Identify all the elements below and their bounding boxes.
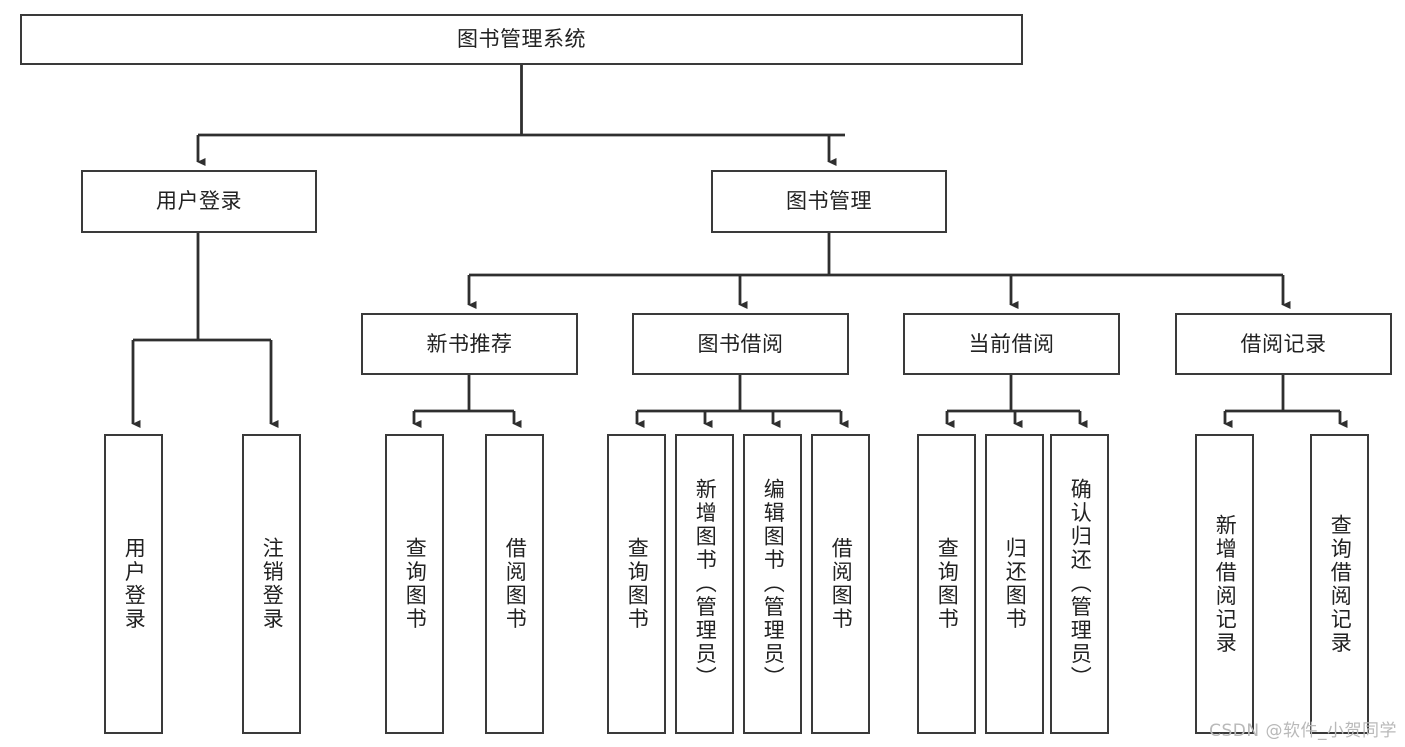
node-label: 新增图书（管理员） — [693, 478, 718, 690]
node-book-borrow[interactable]: 图书借阅 — [632, 313, 849, 375]
leaf-book-borrow-edit-book-admin[interactable]: 编辑图书（管理员） — [743, 434, 802, 734]
node-label: 当前借阅 — [968, 331, 1055, 356]
leaf-borrow-record-query-record[interactable]: 查询借阅记录 — [1310, 434, 1369, 734]
leaf-borrow-record-add-record[interactable]: 新增借阅记录 — [1195, 434, 1254, 734]
leaf-book-borrow-add-book-admin[interactable]: 新增图书（管理员） — [675, 434, 734, 734]
node-borrow-record[interactable]: 借阅记录 — [1175, 313, 1392, 375]
leaf-user-login-signin[interactable]: 用户登录 — [104, 434, 163, 734]
node-label: 查询图书 — [625, 537, 650, 631]
node-label: 注销登录 — [260, 537, 285, 631]
node-label: 用户登录 — [156, 189, 242, 214]
leaf-current-borrow-return-book[interactable]: 归还图书 — [985, 434, 1044, 734]
node-label: 查询图书 — [935, 537, 960, 631]
node-label: 图书管理系统 — [457, 27, 586, 52]
node-label: 新增借阅记录 — [1213, 513, 1238, 655]
csdn-watermark: CSDN @软件_小贺同学 — [1209, 721, 1397, 741]
leaf-new-book-query-book[interactable]: 查询图书 — [385, 434, 444, 734]
node-label: 查询借阅记录 — [1328, 513, 1353, 655]
node-label: 借阅图书 — [829, 537, 854, 631]
node-current-borrow[interactable]: 当前借阅 — [903, 313, 1120, 375]
node-label: 查询图书 — [403, 537, 428, 631]
node-label: 归还图书 — [1003, 537, 1028, 631]
node-label: 借阅记录 — [1240, 331, 1327, 356]
leaf-book-borrow-query-book[interactable]: 查询图书 — [607, 434, 666, 734]
leaf-user-login-logout[interactable]: 注销登录 — [242, 434, 301, 734]
leaf-current-borrow-query-book[interactable]: 查询图书 — [917, 434, 976, 734]
leaf-new-book-borrow-book[interactable]: 借阅图书 — [485, 434, 544, 734]
node-label: 确认归还（管理员） — [1068, 478, 1093, 690]
node-label: 图书借阅 — [697, 331, 784, 356]
leaf-book-borrow-borrow-book[interactable]: 借阅图书 — [811, 434, 870, 734]
node-label: 图书管理 — [786, 189, 872, 214]
node-root-book-management-system[interactable]: 图书管理系统 — [20, 14, 1023, 65]
node-user-login[interactable]: 用户登录 — [81, 170, 317, 233]
node-label: 编辑图书（管理员） — [761, 478, 786, 690]
node-label: 新书推荐 — [426, 331, 513, 356]
node-book-management[interactable]: 图书管理 — [711, 170, 947, 233]
node-new-book-recommend[interactable]: 新书推荐 — [361, 313, 578, 375]
leaf-current-borrow-confirm-return-admin[interactable]: 确认归还（管理员） — [1050, 434, 1109, 734]
node-label: 用户登录 — [122, 537, 147, 631]
node-label: 借阅图书 — [503, 537, 528, 631]
